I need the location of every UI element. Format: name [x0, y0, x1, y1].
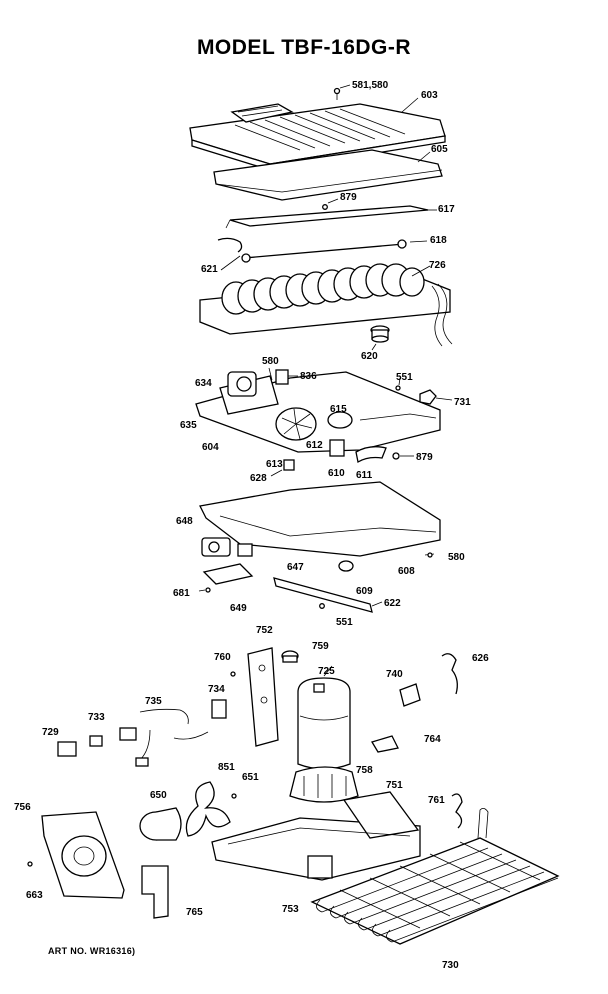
- label-621: 621: [201, 264, 218, 275]
- part-618-heater: [241, 239, 428, 263]
- part-761-clip: [451, 793, 463, 829]
- label-651: 651: [242, 772, 259, 783]
- label-753: 753: [282, 904, 299, 915]
- part-620-grommet: [370, 325, 390, 351]
- part-765-baffle: [141, 865, 169, 919]
- part-764-plate: [371, 735, 399, 753]
- part-735-734-wiring: [119, 699, 227, 767]
- label-580-mid: 580: [448, 552, 465, 563]
- part-number-labels: 581,580 603 605 879 617 618 621 726 620 …: [14, 80, 489, 971]
- part-663-screw: [27, 861, 33, 867]
- part-730-condenser: [310, 808, 560, 945]
- part-651-screw: [231, 793, 237, 799]
- label-851: 851: [218, 762, 235, 773]
- part-608-shroud: [199, 481, 441, 558]
- label-615: 615: [330, 404, 347, 415]
- label-610: 610: [328, 468, 345, 479]
- part-756-shroud: [41, 811, 125, 899]
- label-740: 740: [386, 669, 403, 680]
- label-735: 735: [145, 696, 162, 707]
- part-725-compressor: [297, 665, 351, 770]
- label-836: 836: [300, 371, 317, 382]
- part-580-836-bracket: [268, 367, 298, 385]
- label-751: 751: [386, 780, 403, 791]
- label-650: 650: [150, 790, 167, 801]
- label-725: 725: [318, 666, 335, 677]
- label-733: 733: [88, 712, 105, 723]
- label-756: 756: [14, 802, 31, 813]
- part-751-base: [211, 791, 421, 881]
- part-752-bracket: [247, 647, 279, 747]
- label-758: 758: [356, 765, 373, 776]
- label-604: 604: [202, 442, 219, 453]
- part-617-strip: [225, 198, 437, 229]
- label-618: 618: [430, 235, 447, 246]
- label-612: 612: [306, 440, 323, 451]
- part-603-floor-plate: [189, 103, 446, 171]
- label-628: 628: [250, 473, 267, 484]
- part-729-733: [57, 735, 103, 757]
- part-621-clip: [217, 237, 243, 271]
- part-726-evaporator: [199, 263, 453, 347]
- label-729: 729: [42, 727, 59, 738]
- label-647: 647: [287, 562, 304, 573]
- label-731: 731: [454, 397, 471, 408]
- label-609: 609: [356, 586, 373, 597]
- part-604-fan-housing: [195, 371, 441, 453]
- part-650-fan-motor: [139, 807, 182, 841]
- part-740-relay: [399, 683, 421, 707]
- label-879-mid: 879: [416, 452, 433, 463]
- label-764: 764: [424, 734, 441, 745]
- label-765: 765: [186, 907, 203, 918]
- label-617: 617: [438, 204, 455, 215]
- part-605-cover: [213, 149, 443, 201]
- art-number: ART NO. WR16316): [48, 946, 136, 956]
- label-734: 734: [208, 684, 225, 695]
- label-635: 635: [180, 420, 197, 431]
- label-611: 611: [356, 470, 373, 481]
- part-609-622-551: [273, 560, 383, 613]
- part-648-647-649: [198, 537, 254, 593]
- part-610-611-879: [329, 439, 414, 464]
- label-681: 681: [173, 588, 190, 599]
- part-581-580-screw: [333, 84, 351, 100]
- label-603: 603: [421, 90, 438, 101]
- label-580-top: 580: [262, 356, 279, 367]
- label-634: 634: [195, 378, 212, 389]
- part-760-screw: [230, 671, 236, 677]
- label-663: 663: [26, 890, 43, 901]
- label-649: 649: [230, 603, 247, 614]
- label-551-top: 551: [396, 372, 413, 383]
- label-622: 622: [384, 598, 401, 609]
- label-760: 760: [214, 652, 231, 663]
- label-605: 605: [431, 144, 448, 155]
- part-759-grommet: [281, 650, 299, 663]
- part-758-mount: [289, 766, 359, 803]
- label-759: 759: [312, 641, 329, 652]
- part-851-fan-blade: [185, 781, 231, 837]
- label-608: 608: [398, 566, 415, 577]
- label-879-top: 879: [340, 192, 357, 203]
- label-761: 761: [428, 795, 445, 806]
- diagram-title: MODEL TBF-16DG-R: [196, 36, 412, 59]
- part-613-628: [270, 459, 295, 477]
- label-648: 648: [176, 516, 193, 527]
- label-581-580: 581,580: [352, 80, 389, 91]
- label-730: 730: [442, 960, 459, 971]
- label-551-mid: 551: [336, 617, 353, 628]
- label-626: 626: [472, 653, 489, 664]
- label-620: 620: [361, 351, 378, 362]
- part-551-731: [395, 377, 453, 405]
- label-752: 752: [256, 625, 273, 636]
- part-626-clip: [441, 653, 458, 695]
- label-613: 613: [266, 459, 283, 470]
- label-726: 726: [429, 260, 446, 271]
